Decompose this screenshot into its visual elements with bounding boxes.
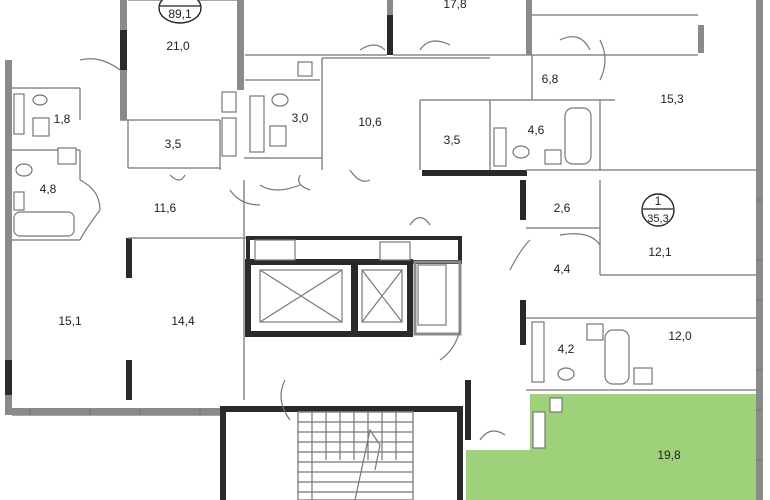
staircase — [297, 411, 414, 500]
room-area-label: 15,3 — [660, 92, 684, 106]
windows — [29, 199, 763, 461]
room-area-label: 4,2 — [558, 342, 575, 356]
room-area-label: 10,6 — [358, 115, 382, 129]
room-area-label: 3,5 — [165, 137, 182, 151]
apartment-total-area: 35,3 — [647, 213, 668, 225]
room-area-label: 4,6 — [528, 123, 545, 137]
interior-walls — [12, 0, 756, 416]
room-area-label: 2,6 — [554, 201, 571, 215]
room-area-label: 21,0 — [166, 39, 190, 53]
room-area-label: 6,8 — [542, 72, 559, 86]
room-area-label: 1,8 — [54, 112, 71, 126]
room-area-label: 14,4 — [171, 314, 195, 328]
room-area-label: 19,8 — [657, 448, 681, 462]
room-area-label: 12,0 — [668, 329, 692, 343]
room-area-label: 11,6 — [154, 201, 177, 215]
room-area-label: 3,0 — [292, 111, 309, 125]
room-area-label: 3,5 — [444, 133, 461, 147]
bathroom-fixtures — [13, 61, 653, 449]
apartment-total-area: 89,1 — [168, 7, 192, 21]
apartment-badge: 89,1 — [158, 0, 202, 24]
room-area-label: 17,8 — [443, 0, 467, 11]
room-area-label: 4,4 — [554, 262, 571, 276]
room-area-label: 12,1 — [648, 245, 672, 259]
apartment-badge: 1 35,3 — [641, 193, 675, 227]
dark-wall-accents — [5, 15, 527, 500]
room-area-label: 4,8 — [40, 182, 57, 196]
elevator-core — [245, 236, 462, 337]
door-swings — [79, 36, 606, 441]
room-area-label: 15,1 — [58, 314, 82, 328]
apartment-number: 1 — [655, 194, 662, 208]
highlighted-apartment — [466, 394, 756, 500]
room-labels: 21,0 17,8 6,8 15,3 1,8 3,0 10,6 3,5 3,5 … — [40, 0, 692, 462]
